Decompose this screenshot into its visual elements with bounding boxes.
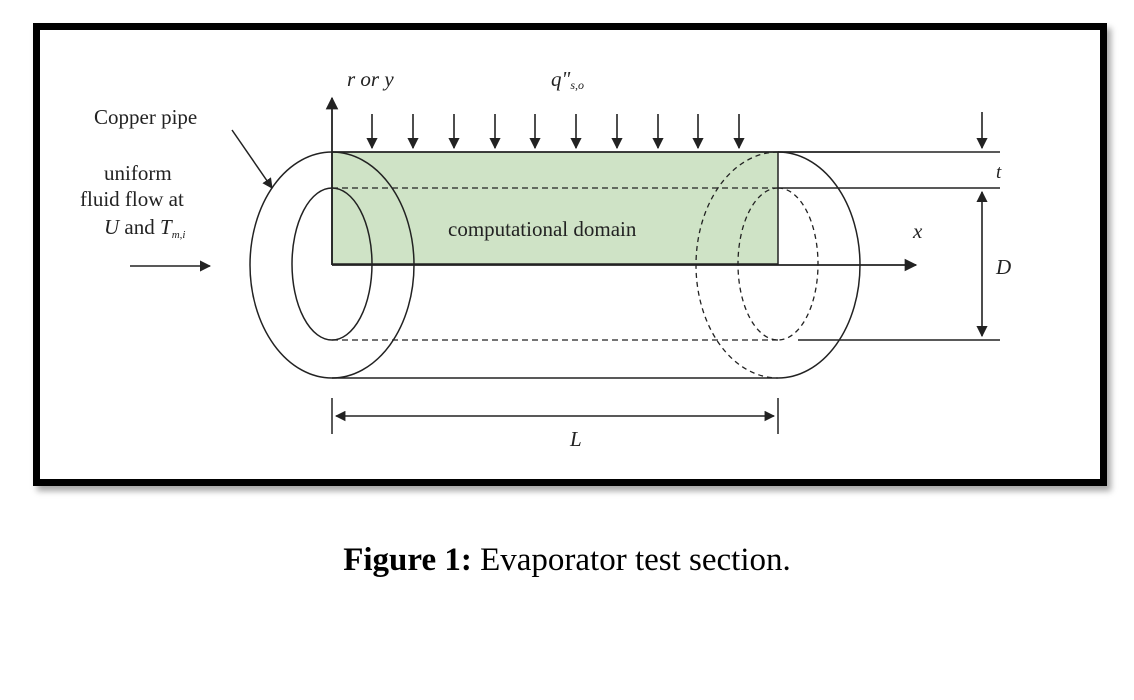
copper-pipe-label: Copper pipe xyxy=(94,105,197,129)
thickness-label: t xyxy=(996,162,1002,183)
heat-flux-arrows xyxy=(366,114,745,150)
x-axis-label: x xyxy=(912,219,923,243)
inlet-label-line2: fluid flow at xyxy=(80,187,184,211)
pipe-right-inner-ellipse-front xyxy=(777,187,819,341)
copper-pipe-pointer xyxy=(231,129,273,189)
length-label: L xyxy=(569,427,582,451)
computational-domain-region xyxy=(331,151,779,265)
heat-flux-label: q"s,o xyxy=(551,67,584,92)
inlet-label-line3: U and Tm,i xyxy=(104,215,185,241)
computational-domain-label: computational domain xyxy=(448,217,637,241)
r-axis-label: r or y xyxy=(347,67,394,91)
pipe-right-inner-ellipse-back xyxy=(737,187,779,341)
inlet-label-line1: uniform xyxy=(104,161,172,185)
caption-label: Figure 1: xyxy=(343,542,472,578)
caption-text: Evaporator test section. xyxy=(471,542,791,578)
figure-caption: Figure 1: Evaporator test section. xyxy=(0,542,1134,579)
diameter-label: D xyxy=(995,255,1011,279)
